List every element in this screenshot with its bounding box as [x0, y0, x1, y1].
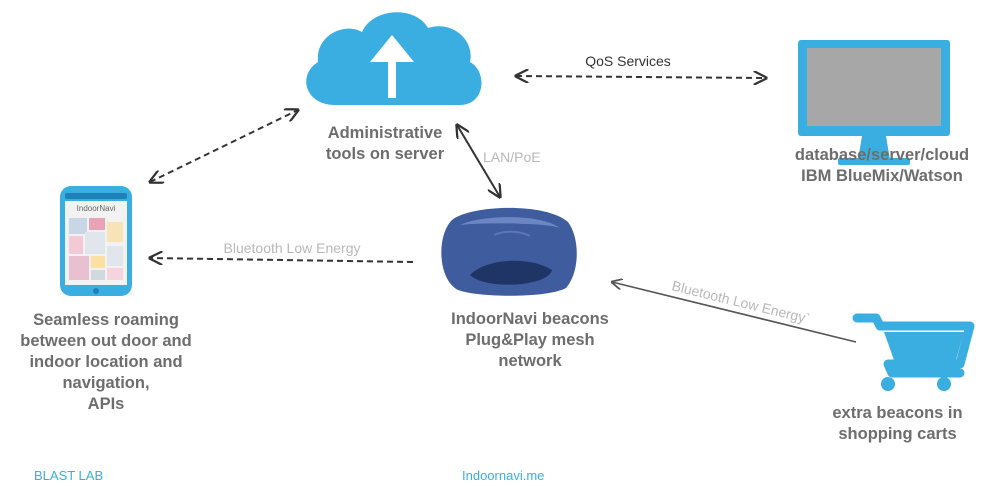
label-line: navigation, — [62, 374, 150, 392]
footer-website[interactable]: Indoornavi.me — [462, 468, 545, 483]
smartphone-icon: IndoorNavi — [60, 186, 132, 296]
label-line: network — [498, 352, 562, 370]
monitor-icon — [798, 40, 950, 165]
label-line: Administrative — [327, 124, 443, 142]
beacon-device-icon — [441, 207, 577, 296]
label-line: shopping carts — [838, 425, 957, 443]
arrow-qos — [516, 76, 766, 78]
arrow-ble-phone — [150, 258, 414, 262]
label-line: IBM BlueMix/Watson — [801, 167, 963, 185]
arrow-lan — [457, 125, 500, 197]
shopping-cart-icon — [852, 313, 975, 391]
label-line: indoor location and — [29, 353, 183, 371]
database-label: database/server/cloud IBM BlueMix/Watson — [782, 145, 982, 187]
label-line: database/server/cloud — [794, 146, 970, 164]
label-line: APIs — [87, 395, 125, 413]
label-line: Seamless roaming — [33, 311, 179, 329]
label-line: tools on server — [325, 145, 445, 163]
beacon-label: IndoorNavi beacons Plug&Play mesh networ… — [430, 309, 630, 372]
label-line: between out door and — [20, 332, 192, 350]
phone-screen-title: IndoorNavi — [77, 204, 116, 213]
footer-brand: BLAST LAB — [34, 468, 104, 483]
edge-label-qos: QoS Services — [585, 53, 671, 69]
phone-label: Seamless roaming between out door and in… — [6, 310, 206, 415]
label-line: Plug&Play mesh — [465, 331, 595, 349]
arrow-phone-server — [150, 110, 298, 182]
server-label: Administrative tools on server — [312, 123, 458, 165]
cart-label: extra beacons in shopping carts — [810, 403, 985, 445]
label-line: extra beacons in — [832, 404, 963, 422]
label-line: IndoorNavi beacons — [451, 310, 609, 328]
edge-label-ble-phone: Bluetooth Low Energy — [224, 240, 361, 256]
edge-label-lan: LAN/PoE — [483, 149, 541, 165]
arrow-ble-cart — [612, 282, 857, 343]
cloud-upload-icon — [306, 12, 482, 105]
